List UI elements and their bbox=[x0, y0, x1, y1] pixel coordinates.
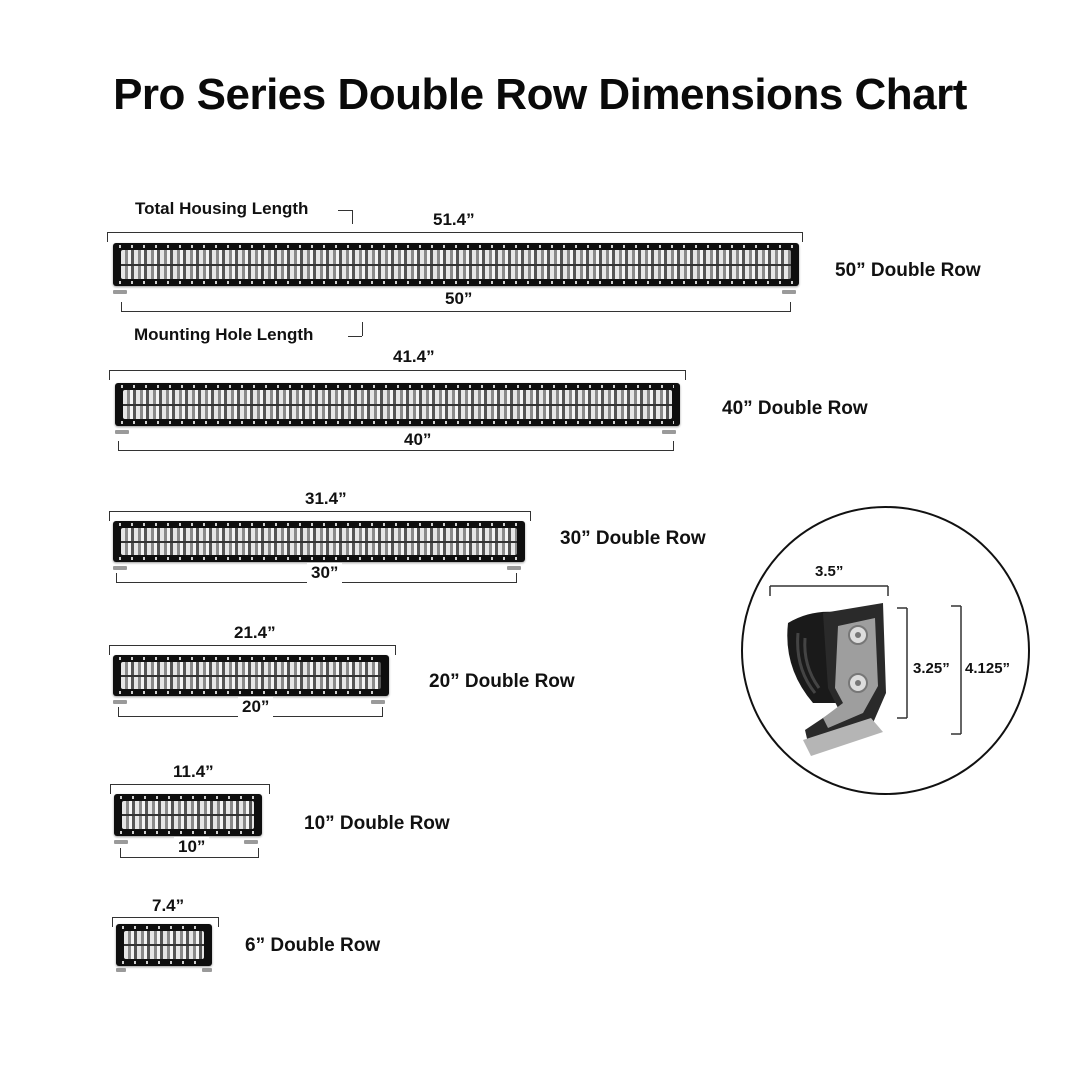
bar-name-40: 40” Double Row bbox=[722, 398, 868, 419]
mounting-foot bbox=[114, 840, 128, 844]
housing-dimension-line-40 bbox=[109, 370, 686, 380]
mounting-foot bbox=[371, 700, 385, 704]
light-bar-40 bbox=[115, 383, 680, 426]
mounting-foot bbox=[662, 430, 676, 434]
mounting-length-20: 20” bbox=[238, 697, 274, 717]
mounting-foot bbox=[113, 566, 127, 570]
total-housing-length-callout: Total Housing Length bbox=[135, 199, 309, 218]
callout-arrow bbox=[338, 210, 352, 211]
mounting-length-30: 30” bbox=[307, 563, 343, 583]
housing-length-40: 41.4” bbox=[393, 347, 435, 366]
mounting-foot bbox=[782, 290, 796, 294]
bar-name-50: 50” Double Row bbox=[835, 260, 981, 281]
mounting-foot bbox=[202, 968, 212, 972]
bar-name-30: 30” Double Row bbox=[560, 528, 706, 549]
housing-length-30: 31.4” bbox=[305, 489, 347, 508]
housing-dimension-line-10 bbox=[110, 784, 270, 794]
light-bar-20 bbox=[113, 655, 389, 696]
mounting-bracket-illustration bbox=[769, 585, 962, 756]
mounting-hole-length-callout: Mounting Hole Length bbox=[134, 325, 314, 344]
housing-dimension-line-30 bbox=[109, 511, 531, 521]
mounting-foot bbox=[244, 840, 258, 844]
housing-dimension-line-20 bbox=[109, 645, 396, 655]
light-bar-30 bbox=[113, 521, 525, 562]
housing-length-6: 7.4” bbox=[152, 896, 185, 915]
callout-arrow bbox=[348, 336, 362, 337]
bracket-width: 3.5” bbox=[815, 563, 844, 580]
housing-length-20: 21.4” bbox=[234, 623, 276, 642]
callout-arrow-up-icon bbox=[362, 322, 363, 336]
bar-name-10: 10” Double Row bbox=[304, 813, 450, 834]
housing-length-50: 51.4” bbox=[433, 210, 475, 229]
mounting-length-10: 10” bbox=[174, 837, 210, 857]
mounting-length-40: 40” bbox=[400, 430, 436, 450]
bracket-detail-circle: 3.5” 3.25” 4.125” bbox=[741, 506, 1030, 795]
mounting-dimension-line-50 bbox=[121, 302, 791, 312]
callout-arrow-down-icon bbox=[352, 210, 353, 224]
mounting-dimension-line-10 bbox=[120, 848, 259, 858]
mounting-foot bbox=[507, 566, 521, 570]
mounting-foot bbox=[113, 700, 127, 704]
mounting-foot bbox=[115, 430, 129, 434]
light-bar-6 bbox=[116, 924, 212, 966]
bracket-height-inner: 3.25” bbox=[913, 660, 950, 677]
chart-title: Pro Series Double Row Dimensions Chart bbox=[113, 70, 967, 119]
bracket-height-outer: 4.125” bbox=[965, 660, 1011, 677]
bar-name-6: 6” Double Row bbox=[245, 935, 381, 956]
mounting-dimension-line-40 bbox=[118, 441, 674, 451]
housing-dimension-line-6 bbox=[112, 917, 219, 927]
housing-dimension-line-50 bbox=[107, 232, 803, 242]
mounting-length-50: 50” bbox=[441, 289, 477, 309]
housing-length-10: 11.4” bbox=[173, 762, 214, 781]
light-bar-10 bbox=[114, 794, 262, 836]
bar-name-20: 20” Double Row bbox=[429, 671, 575, 692]
light-bar-50 bbox=[113, 243, 799, 286]
mounting-foot bbox=[113, 290, 127, 294]
mounting-foot bbox=[116, 968, 126, 972]
